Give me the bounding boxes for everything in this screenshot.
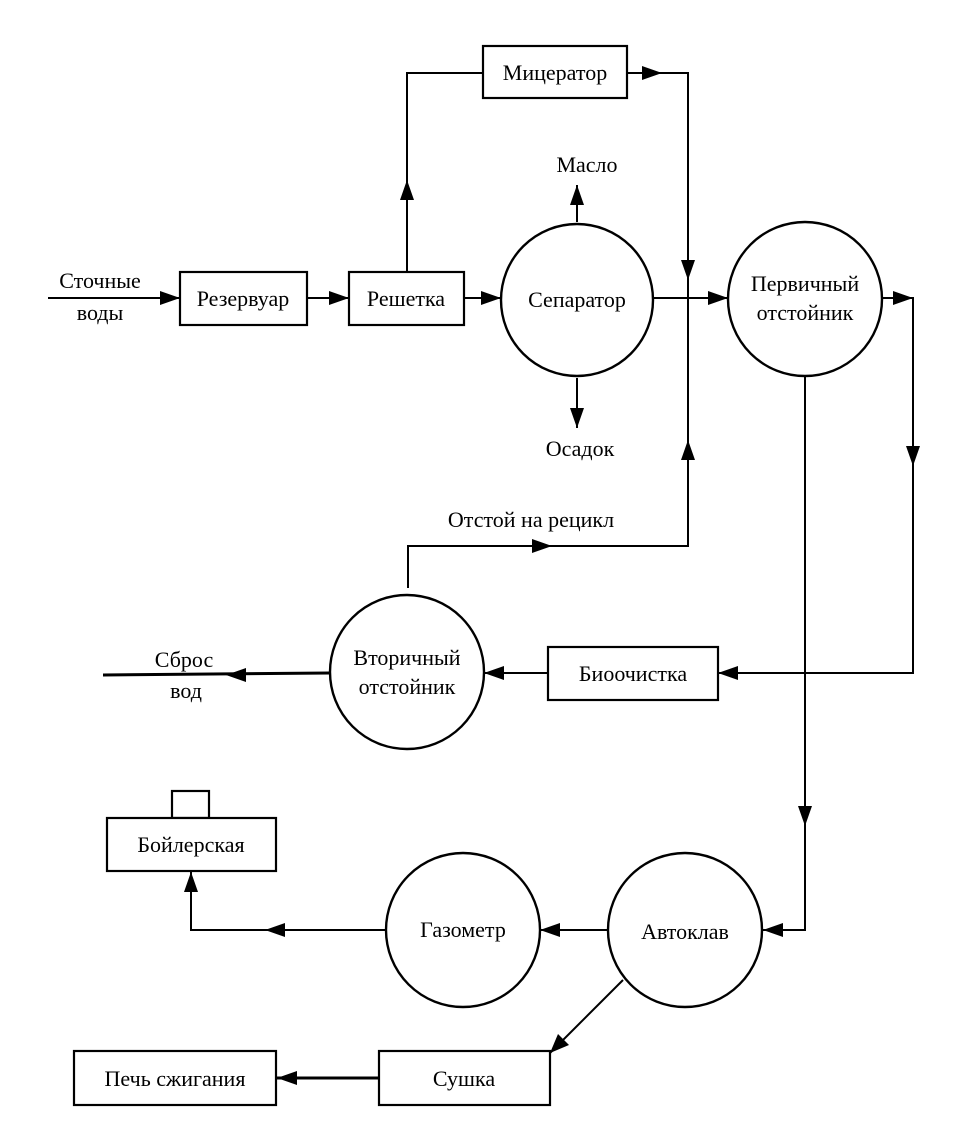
arrow-into-dryer <box>550 1034 569 1053</box>
separator-label: Сепаратор <box>528 287 626 312</box>
arrow-to-oil <box>570 185 584 205</box>
arrow-into-incinerator <box>277 1071 297 1085</box>
secondary-settler-label-line2: отстойник <box>359 674 456 699</box>
arrow-toward-boiler <box>265 923 285 937</box>
reservoir-node: Резервуар <box>178 270 309 327</box>
bio-treatment-label: Биоочистка <box>579 661 687 686</box>
primary-settler-label-line1: Первичный <box>751 271 859 296</box>
discharge-label-line1: Сброс <box>155 647 214 672</box>
sediment-label: Осадок <box>546 436 615 461</box>
grate-node: Решетка <box>347 270 466 327</box>
secondary-settler-label-line1: Вторичный <box>353 645 460 670</box>
arrow-into-reservoir <box>160 291 180 305</box>
arrow-recycle-right <box>532 539 552 553</box>
gasometer-node: Газометр <box>384 851 542 1009</box>
boiler-room-label: Бойлерская <box>137 832 244 857</box>
secondary-settler-node: Вторичный отстойник <box>328 593 486 751</box>
reservoir-label: Резервуар <box>197 286 290 311</box>
arrow-down-to-autoclave <box>798 806 812 826</box>
arrowheads <box>160 66 920 1085</box>
arrow-to-discharge <box>226 668 246 682</box>
arrow-into-separator <box>481 291 501 305</box>
bio-treatment-node: Биоочистка <box>546 645 720 702</box>
boiler-room-node: Бойлерская <box>105 789 278 873</box>
arrow-out-of-macerator <box>642 66 662 80</box>
wastewater-label: Сточные воды <box>59 268 141 325</box>
grate-label: Решетка <box>367 286 445 311</box>
incinerator-node: Печь сжигания <box>72 1049 278 1107</box>
discharge-label-line2: вод <box>170 678 202 703</box>
gasometer-label: Газометр <box>420 917 506 942</box>
arrow-into-autoclave <box>763 923 783 937</box>
arrow-to-sediment <box>570 408 584 428</box>
arrow-recycle-up <box>681 440 695 460</box>
arrow-into-boiler-room <box>184 872 198 892</box>
primary-settler-node: Первичный отстойник <box>726 220 884 378</box>
primary-settler-label-line2: отстойник <box>757 300 854 325</box>
incinerator-label: Печь сжигания <box>105 1066 246 1091</box>
dryer-label: Сушка <box>433 1066 495 1091</box>
arrow-into-bio-treatment <box>718 666 738 680</box>
arrow-into-grate <box>329 291 349 305</box>
arrow-up-to-macerator <box>400 180 414 200</box>
boiler-chimney <box>170 789 211 820</box>
arrow-into-primary-settler <box>708 291 728 305</box>
macerator-node: Мицератор <box>481 44 629 100</box>
wastewater-label-line1: Сточные <box>59 268 141 293</box>
recycle-label: Отстой на рецикл <box>448 507 614 532</box>
arrow-into-gasometer <box>540 923 560 937</box>
arrow-down-to-bio <box>906 446 920 466</box>
wastewater-label-line2: воды <box>77 300 124 325</box>
autoclave-node: Автоклав <box>606 851 764 1009</box>
arrow-down-macerator-line <box>681 260 695 280</box>
arrow-into-secondary-settler <box>484 666 504 680</box>
separator-node: Сепаратор <box>499 222 655 378</box>
autoclave-label: Автоклав <box>641 919 729 944</box>
dryer-node: Сушка <box>377 1049 552 1107</box>
arrow-out-of-primary-settler <box>893 291 913 305</box>
oil-label: Масло <box>556 152 617 177</box>
discharge-label: Сброс вод <box>155 647 214 703</box>
macerator-label: Мицератор <box>503 60 607 85</box>
